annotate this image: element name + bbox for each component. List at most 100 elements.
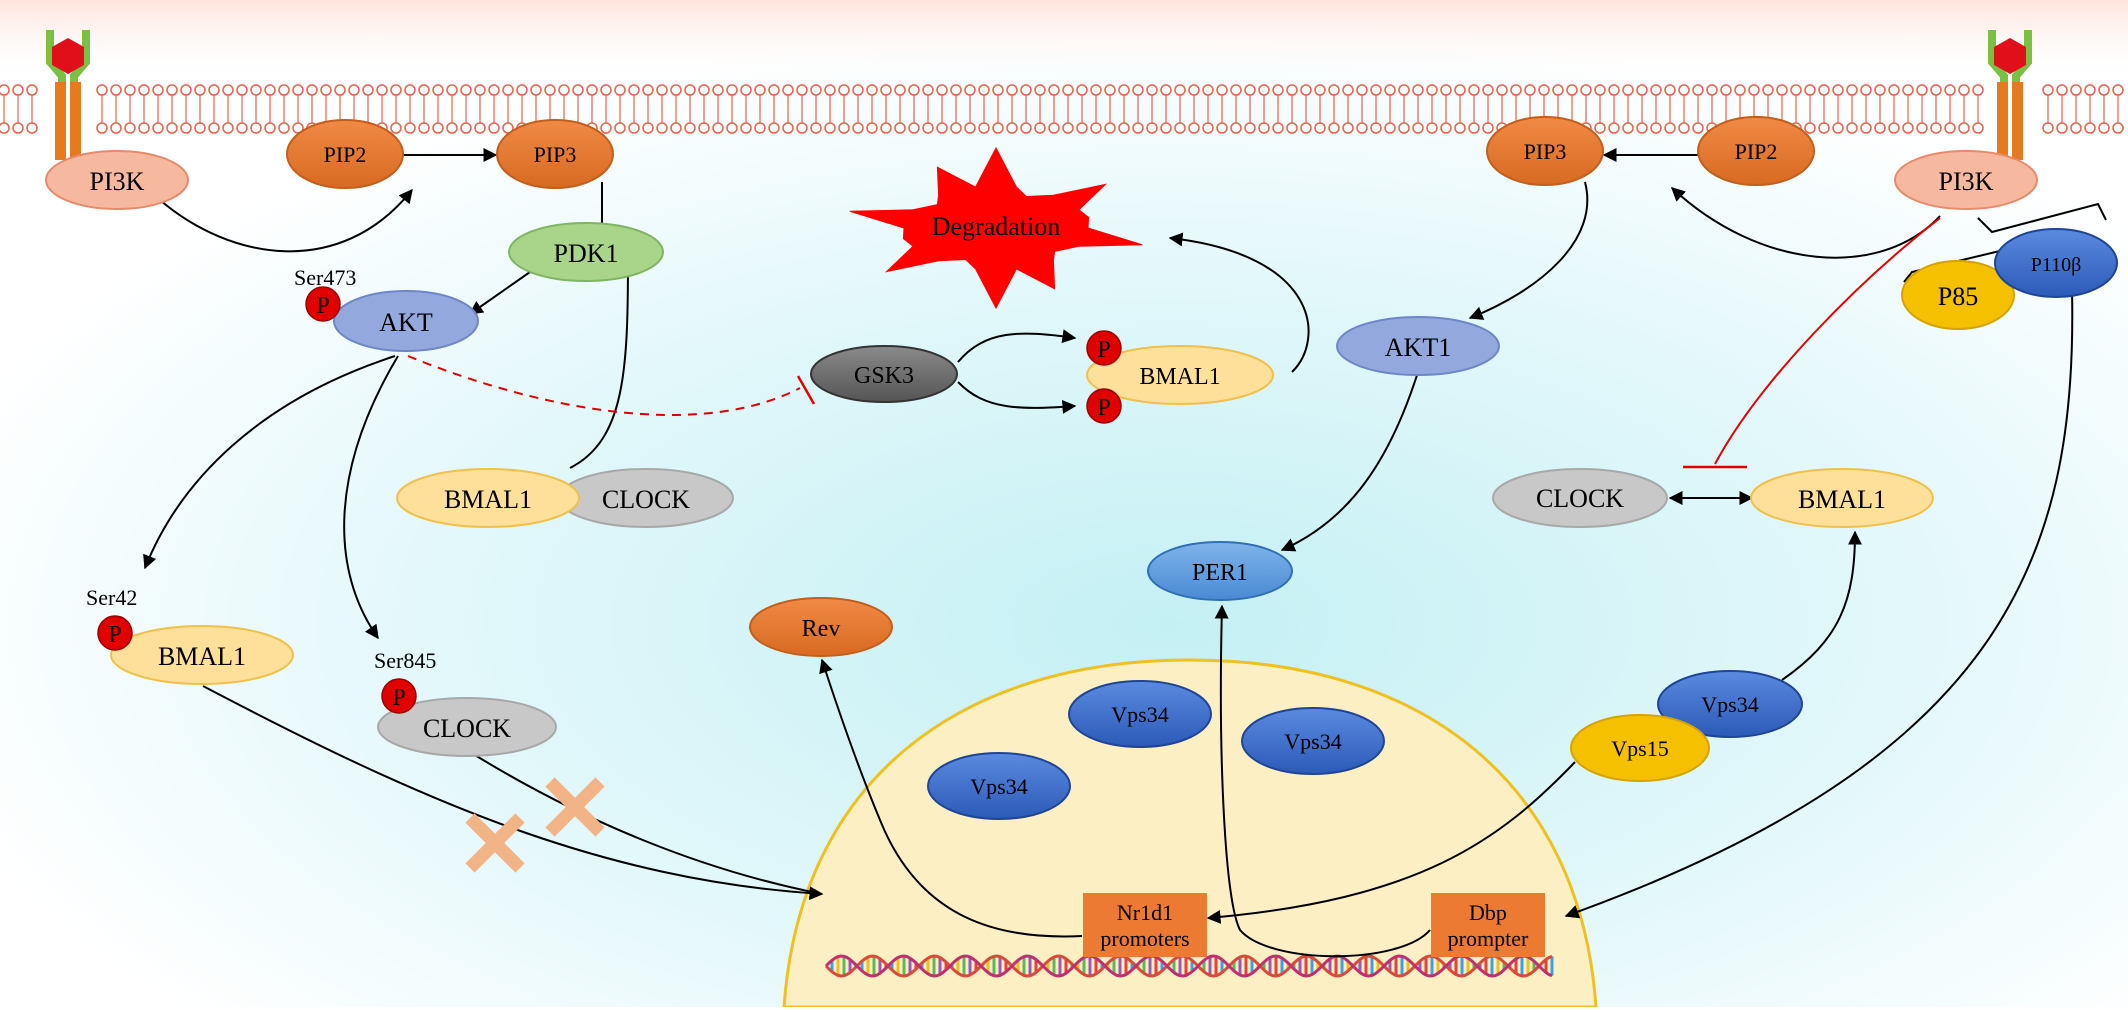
lipid-head [740,84,752,96]
dna-strand [824,954,1553,978]
lipid-head [614,122,626,134]
svg-text:PI3K: PI3K [90,167,145,196]
lipid-head [2098,122,2110,134]
lipid-head [0,122,10,134]
lipid-head [0,84,10,96]
phospho-bmal1-2: P [1086,388,1122,424]
svg-text:Vps34: Vps34 [1701,692,1758,717]
lipid-head [2042,122,2054,134]
lipid-head [1930,84,1942,96]
lipid-head [1342,84,1354,96]
svg-text:CLOCK: CLOCK [602,485,690,514]
lipid-head [1846,122,1858,134]
svg-text:P110β: P110β [2031,254,2082,276]
lipid-head [180,84,192,96]
lipid-head [810,84,822,96]
lipid-head [1398,84,1410,96]
lipid-head [586,84,598,96]
lipid-head [1538,84,1550,96]
inhibit-pi3k-clock-bmal1 [1714,217,1941,465]
pi3k-subunit-bracket-top [1977,202,2107,234]
lipid-head [1244,122,1256,134]
lipid-head [2084,84,2096,96]
lipid-head [138,122,150,134]
svg-text:P85: P85 [1938,282,1978,311]
lipid-head [1384,122,1396,134]
lipid-head [698,84,710,96]
lipid-head [1916,84,1928,96]
arrow-complex-to-pdk1 [569,256,635,469]
lipid-head [236,84,248,96]
lipid-head [1020,122,1032,134]
lipid-head [1370,84,1382,96]
lipid-head [474,84,486,96]
lipid-head [1888,122,1900,134]
node-pdk1: PDK1 [508,222,664,282]
right-receptor [1988,30,2032,160]
lipid-head [1678,122,1690,134]
lipid-head [222,122,234,134]
lipid-head [1846,84,1858,96]
lipid-head [824,84,836,96]
lipid-head [656,84,668,96]
lipid-head [614,84,626,96]
lipid-head [1552,84,1564,96]
lipid-head [1636,84,1648,96]
lipid-head [488,84,500,96]
lipid-head [754,122,766,134]
lipid-head [2084,122,2096,134]
lipid-head [1286,84,1298,96]
lipid-head [1076,84,1088,96]
promoter-dbp: Dbp prompter [1431,893,1545,957]
svg-text:P: P [1097,395,1110,421]
node-clock-right: CLOCK [1492,468,1668,528]
lipid-head [726,122,738,134]
lipid-head [1860,122,1872,134]
lipid-head [1818,122,1830,134]
lipid-head [516,84,528,96]
lipid-head [26,84,38,96]
svg-text:P: P [108,622,121,648]
lipid-head [950,122,962,134]
lipid-head [1160,84,1172,96]
lipid-head [194,122,206,134]
lipid-head [1216,122,1228,134]
lipid-head [1090,84,1102,96]
lipid-head [460,122,472,134]
lipid-head [390,84,402,96]
lipid-head [1062,84,1074,96]
lipid-head [250,84,262,96]
svg-text:AKT: AKT [379,308,433,337]
node-vps15: Vps15 [1570,714,1710,782]
lipid-head [1944,122,1956,134]
lipid-head [1090,122,1102,134]
lipid-head [1034,122,1046,134]
lipid-head [1426,84,1438,96]
lipid-head [334,84,346,96]
lipid-head [1258,84,1270,96]
svg-text:Rev: Rev [802,616,841,642]
lipid-head [1384,84,1396,96]
svg-text:PER1: PER1 [1192,560,1248,586]
lipid-head [1314,122,1326,134]
lipid-head [1664,84,1676,96]
node-bmal1-phospho: BMAL1 [1086,345,1274,405]
lipid-head [250,122,262,134]
lipid-head [1076,122,1088,134]
arrow-bmal1-to-degradation [1168,232,1310,373]
lipid-head [1440,84,1452,96]
node-clock-ser845: CLOCK [377,697,557,757]
lipid-head [96,122,108,134]
lipid-head [1034,84,1046,96]
node-akt: AKT [333,290,479,352]
lipid-head [166,84,178,96]
lipid-head [1678,84,1690,96]
lipid-head [1258,122,1270,134]
svg-text:CLOCK: CLOCK [423,714,511,743]
arrow-dbp-to-per1 [1214,604,1431,958]
lipid-head [1202,122,1214,134]
lipid-head [1454,84,1466,96]
lipid-head [446,84,458,96]
lipid-head [2070,122,2082,134]
svg-text:AKT1: AKT1 [1385,333,1451,362]
